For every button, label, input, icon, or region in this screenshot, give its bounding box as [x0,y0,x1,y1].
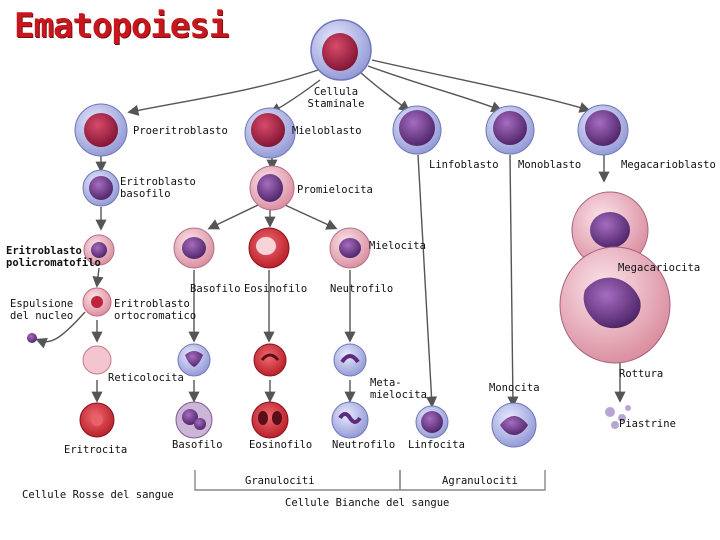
label-megacarioblasto: Megacarioblasto [621,159,716,171]
monocita-cell [491,402,537,448]
mielocita-eosinofilo-cell [248,227,290,269]
eosinofilo-cell [251,401,289,439]
arrow-monoblasto-monocita [507,154,519,408]
label-proeritroblasto: Proeritroblasto [133,125,228,137]
label-linfoblasto: Linfoblasto [429,159,499,171]
eritrocita-cell [79,402,115,438]
label-mieloblasto: Mieloblasto [292,125,362,137]
megacariocita-cell [559,191,671,364]
basofilo-cell [175,401,213,439]
arrow-poli-orto [92,267,104,288]
promielocita-cell [249,165,295,211]
arrow-linfoblasto-linfocita [417,154,438,408]
label-agranulociti: Agranulociti [442,475,518,487]
label-eosinofilo-1: Eosinofilo [244,283,308,295]
proeritroblasto-cell [74,103,128,157]
metamielocita-eosinofilo-cell [253,343,287,377]
stem-cell [310,19,372,81]
linfoblasto-cell [392,105,442,155]
mielocita-neutrofilo-cell [329,227,371,269]
label-piastrine: Piastrine [619,418,676,430]
label-monoblasto: Monoblasto [518,159,582,171]
eritroblasto-basofilo-cell [82,169,120,207]
label-cellule-bianche: Cellule Bianche del sangue [285,497,450,509]
expelled-nucleus [27,333,37,343]
arrow-stem-monoblasto [367,65,503,113]
eritroblasto-policromatofilo-cell [83,234,115,266]
label-eosinofilo-2: Eosinofilo [249,439,313,451]
label-metamielocita: Meta- mielocita [370,377,427,401]
label-eritrocita: Eritrocita [64,444,128,456]
label-espulsione: Espulsione del nucleo [10,298,74,322]
label-megacariocita: Megacariocita [618,262,701,274]
label-reticolocita: Reticolocita [108,372,184,384]
arrow-stem-linfoblasto [359,71,411,112]
label-rottura: Rottura [619,368,664,380]
label-neutrofilo-1: Neutrofilo [330,283,394,295]
label-basofilo-2: Basofilo [172,439,223,451]
label-linfocita: Linfocita [408,439,465,451]
label-stem-cell: Cellula Staminale [307,86,365,110]
arrow-promielo-baso [207,204,259,230]
arrow-promielo-neu [284,204,338,230]
label-neutrofilo-2: Neutrofilo [332,439,396,451]
label-eritroblasto-basofilo: Eritroblasto basofilo [120,176,196,200]
label-cellule-rosse: Cellule Rosse del sangue [22,489,174,501]
neutrofilo-cell [331,401,369,439]
label-granulociti: Granulociti [245,475,315,487]
arrow-stem-proeritroblasto [127,69,319,116]
label-promielocita: Promielocita [297,184,373,196]
piastrine-cell [605,405,631,429]
label-mielocita: Mielocita [369,240,426,252]
eritroblasto-ortocromatico-cell [82,287,112,317]
bracket-agranulociti [399,470,546,491]
mieloblasto-cell [244,107,296,159]
mielocita-basofilo-cell [173,227,215,269]
label-basofilo-1: Basofilo [190,283,241,295]
metamielocita-neutrofilo-cell [333,343,367,377]
metamielocita-basofilo-cell [177,343,211,377]
linfocita-cell [415,405,449,439]
arrow-stem-megacarioblasto [371,59,591,113]
reticolocita-cell [82,345,112,375]
megacarioblasto-cell [577,104,629,156]
arrow-expulsion [35,311,86,349]
monoblasto-cell [485,105,535,155]
label-monocita: Monocita [489,382,540,394]
lineage-arrows [35,59,626,491]
diagram-title: Ematopoiesi [14,6,229,46]
label-eritroblasto-policromatofilo: Eritroblasto policromatofilo [6,245,101,269]
label-eritroblasto-ortocromatico: Eritroblasto ortocromatico [114,298,197,322]
